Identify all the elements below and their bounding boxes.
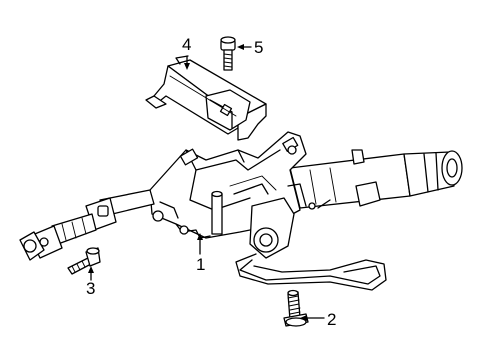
callout-1-label: 1 [196,255,205,274]
bolt-bottom [283,289,309,327]
callout-2-label: 2 [327,310,336,329]
callout-5-label: 5 [254,38,263,57]
callout-3-label: 3 [86,279,95,298]
callout-4: 4 [182,35,191,70]
callout-5: 5 [237,38,263,57]
steering-column [149,131,463,291]
control-module [145,55,267,141]
callout-4-label: 4 [182,35,191,54]
callout-3: 3 [86,266,95,298]
callout-1: 1 [196,233,205,274]
callout-2: 2 [300,310,336,329]
bolt-top [220,36,236,71]
bolt-left [67,247,101,275]
intermediate-shaft [19,189,155,261]
